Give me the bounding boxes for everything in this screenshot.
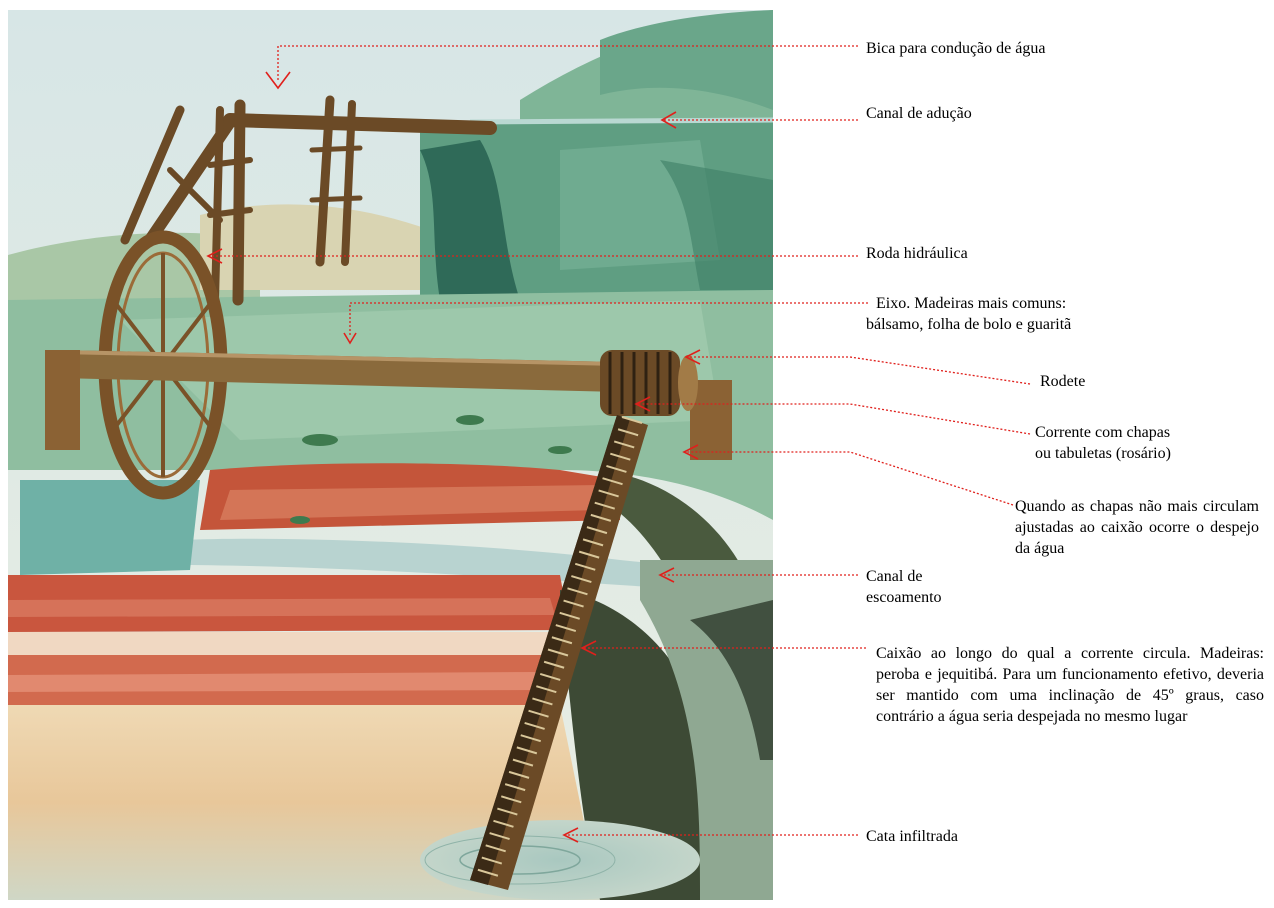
label-corrente: Corrente com chapas ou tabuletas (rosári… <box>1035 422 1171 464</box>
label-roda-hidraulica: Roda hidráulica <box>866 243 968 264</box>
leader-corrente <box>638 404 1030 434</box>
arrowhead-cata <box>564 828 578 842</box>
label-corrente-line1: Corrente com chapas <box>1035 422 1171 443</box>
label-canal-escoamento: Canal de escoamento <box>866 566 942 608</box>
label-canal-aducao: Canal de adução <box>866 103 972 124</box>
label-escoamento-line1: Canal de <box>866 566 942 587</box>
label-escoamento-line2: escoamento <box>866 587 942 608</box>
arrowhead-rodete <box>686 350 700 364</box>
leader-rodete <box>688 357 1030 384</box>
label-rodete: Rodete <box>1040 371 1085 392</box>
leader-quando <box>686 452 1013 505</box>
label-corrente-line2: ou tabuletas (rosário) <box>1035 443 1171 464</box>
leader-eixo <box>350 303 868 335</box>
label-eixo-line1: Eixo. Madeiras mais comuns: <box>876 293 1071 314</box>
label-eixo-line2: bálsamo, folha de bolo e guaritã <box>866 314 1071 335</box>
leader-bica <box>278 46 858 82</box>
label-cata-infiltrada: Cata infiltrada <box>866 826 958 847</box>
label-eixo: Eixo. Madeiras mais comuns: bálsamo, fol… <box>876 293 1071 335</box>
label-bica: Bica para condução de água <box>866 38 1045 59</box>
arrowhead-roda <box>208 249 222 263</box>
label-caixao: Caixão ao longo do qual a corrente circu… <box>876 643 1264 727</box>
label-quando-as-chapas: Quando as chapas não mais circulam ajust… <box>1015 496 1259 559</box>
arrowhead-escoamento <box>660 568 674 582</box>
